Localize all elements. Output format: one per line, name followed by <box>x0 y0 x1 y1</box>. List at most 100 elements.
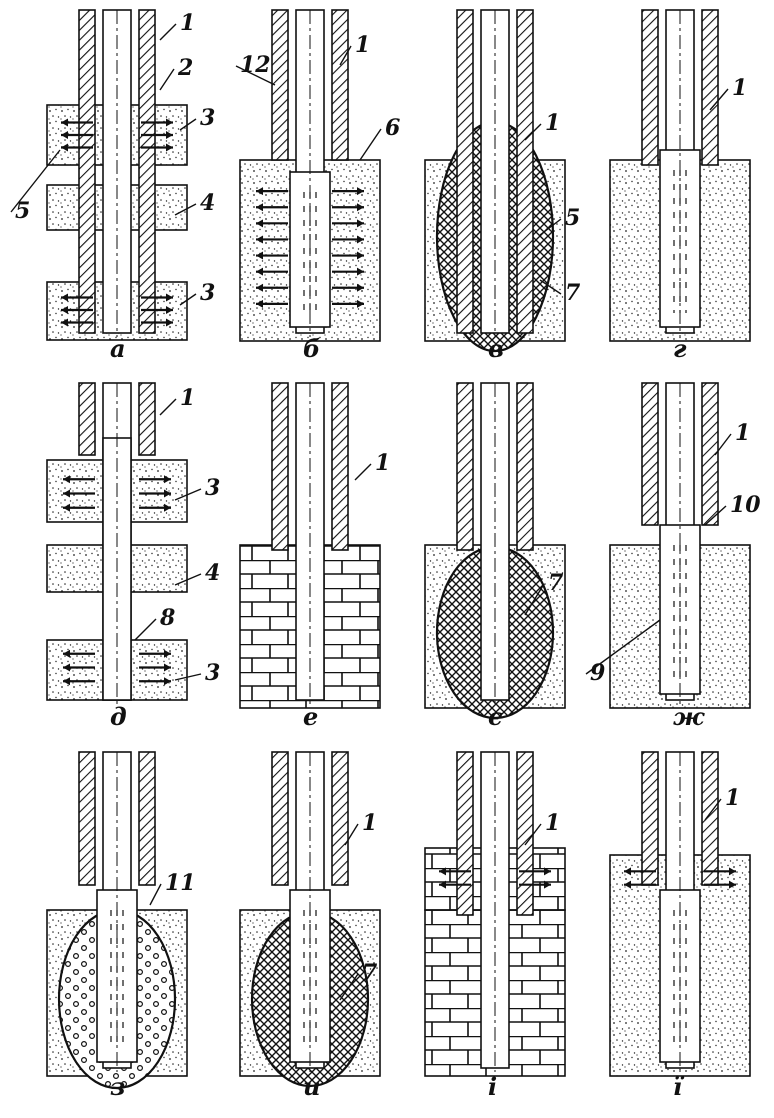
callout-number: 12 <box>240 52 271 78</box>
panel-caption: г <box>673 334 687 363</box>
flow-arrow-head <box>61 118 68 127</box>
flow-arrow-head <box>439 880 446 889</box>
flow-arrow-head <box>357 187 364 196</box>
callout-leader <box>524 583 545 616</box>
callout-number: 6 <box>385 115 400 141</box>
panel-0: а <box>46 9 188 363</box>
flow-arrow-head <box>61 318 68 327</box>
casing-wall-right <box>516 9 534 334</box>
casing-wall-right <box>138 382 156 456</box>
flow-arrow-head <box>63 489 70 498</box>
callout-leader <box>10 149 61 213</box>
callout-number: 1 <box>545 110 560 136</box>
panel-7: ж <box>609 382 751 731</box>
casing-wall-right <box>701 382 719 526</box>
panel-caption: и <box>303 1072 320 1101</box>
flow-arrow-head <box>63 663 70 672</box>
callout-leader <box>354 463 372 481</box>
callouts-panel-11: 1 <box>704 785 740 821</box>
flow-arrow-head <box>164 663 171 672</box>
flow-arrow-head <box>357 203 364 212</box>
callout-number: 1 <box>362 810 377 836</box>
callout-number: 5 <box>565 205 580 231</box>
panel-caption: є <box>488 702 503 731</box>
panel-caption: ж <box>673 702 705 731</box>
casing-wall-right <box>331 751 349 886</box>
flow-arrow-head <box>166 306 173 314</box>
casing-wall-right <box>331 382 349 551</box>
casing-wall-right <box>331 9 349 161</box>
flow-arrow-head <box>256 267 263 276</box>
callout-number: 3 <box>200 280 215 306</box>
panel-8: з <box>46 751 188 1101</box>
callout-leader <box>159 68 175 91</box>
callout-leader <box>174 573 202 586</box>
casing-wall-right <box>138 751 156 886</box>
casing-wall-left <box>78 9 96 334</box>
callout-number: 7 <box>565 280 581 306</box>
flow-arrow-head <box>256 299 263 308</box>
callout-number: 9 <box>590 660 605 686</box>
panel-10: і <box>424 751 566 1101</box>
callouts-panel-3: 1 <box>709 75 747 111</box>
flow-arrow-head <box>357 219 364 228</box>
callout-number: 1 <box>725 785 740 811</box>
flow-arrow-head <box>164 503 171 512</box>
flow-arrow-head <box>357 235 364 244</box>
panel-3: г <box>609 9 751 363</box>
flow-arrow-head <box>357 251 364 260</box>
flow-arrow-head <box>63 475 70 484</box>
casing-wall-right <box>516 751 534 916</box>
flow-arrow-head <box>61 293 68 302</box>
flow-arrow-head <box>164 489 171 498</box>
callout-number: 1 <box>735 420 750 446</box>
callout-number: 5 <box>15 198 30 224</box>
flow-arrow-head <box>729 880 736 889</box>
callout-leader <box>339 973 359 1001</box>
callout-number: 2 <box>177 55 193 81</box>
panel-2: в <box>424 9 566 363</box>
panel-caption: в <box>488 334 504 363</box>
casing-wall-left <box>456 382 474 551</box>
flow-arrow-head <box>256 203 263 212</box>
casing-wall-right <box>701 9 719 166</box>
flow-arrow-head <box>729 867 736 876</box>
casing-wall-left <box>271 382 289 551</box>
callout-number: 4 <box>200 190 215 216</box>
flow-arrow-head <box>166 131 173 139</box>
callout-leader <box>344 823 359 846</box>
callout-leader <box>709 88 729 111</box>
flow-arrow-head <box>544 880 551 889</box>
callout-number: 7 <box>362 960 378 986</box>
callout-number: 11 <box>165 870 196 896</box>
flow-arrow-head <box>61 131 68 139</box>
callout-number: 7 <box>548 570 564 596</box>
callout-leader <box>524 823 542 846</box>
callouts-panel-6: 7 <box>524 570 564 616</box>
callout-leader <box>235 65 276 86</box>
casing-wall-left <box>641 9 659 166</box>
flow-arrow-head <box>166 118 173 127</box>
flow-arrow-head <box>256 187 263 196</box>
flow-arrow-head <box>164 649 171 658</box>
callout-leader <box>539 279 562 295</box>
panel-caption: з <box>110 1072 125 1101</box>
casing-wall-left <box>641 751 659 886</box>
flow-arrow-head <box>256 251 263 260</box>
callouts-panel-9: 17 <box>339 810 378 1001</box>
callout-number: 1 <box>180 10 195 36</box>
flow-arrow-head <box>166 293 173 302</box>
callout-leader <box>159 23 177 41</box>
callout-number: 1 <box>375 450 390 476</box>
flow-arrow-head <box>166 143 173 152</box>
callout-leader <box>704 798 722 821</box>
panel-11: ї <box>609 751 751 1101</box>
callouts-panel-2: 1 5 7 <box>524 110 581 306</box>
casing-wall-right <box>516 382 534 551</box>
flow-arrow-head <box>439 867 446 876</box>
panel-9: и <box>239 751 381 1101</box>
flow-arrow-head <box>624 867 631 876</box>
